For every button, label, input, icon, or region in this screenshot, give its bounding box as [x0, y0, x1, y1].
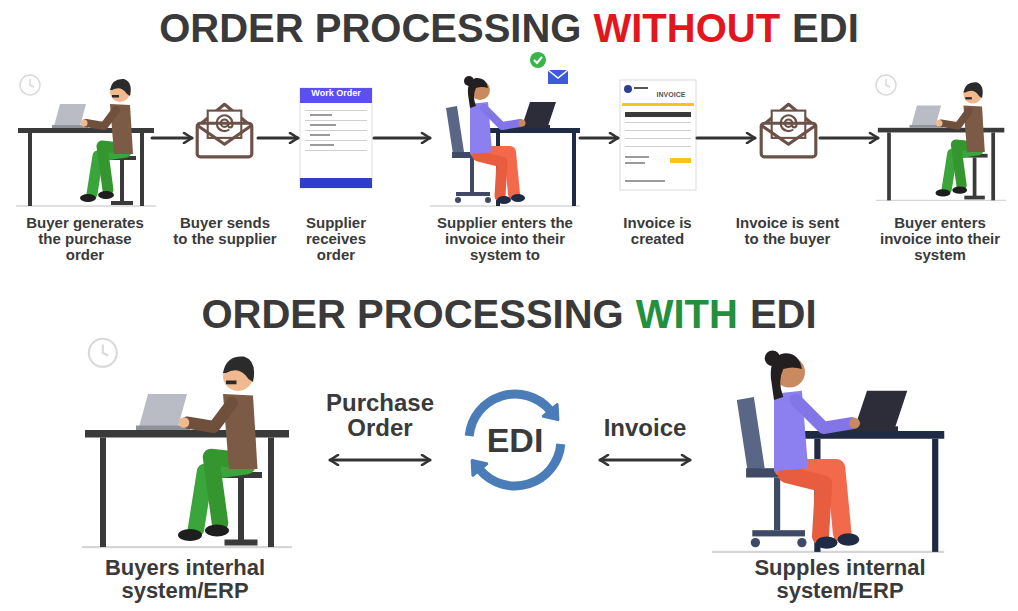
sheet	[620, 80, 696, 190]
table-rule	[305, 110, 367, 111]
process-step: Supples internal system/ERP	[690, 340, 990, 608]
step-label: Supples internal system/ERP	[709, 556, 971, 602]
buyer-figure	[876, 82, 1006, 200]
document-title: INVOICE	[646, 91, 696, 98]
table-rule	[625, 130, 691, 131]
heading-text: EDI	[750, 290, 817, 338]
clock-icon	[20, 75, 40, 95]
table-rule	[625, 122, 691, 123]
step-label: Invoice is sent to the buyer	[732, 215, 844, 247]
step-caption: Buyer sends to the supplier	[173, 215, 277, 247]
table-text-line	[310, 114, 332, 116]
buyer-figure	[82, 356, 292, 547]
mail-icon	[548, 70, 568, 84]
step-caption: Invoice is created	[612, 215, 704, 247]
clock-icon	[89, 339, 117, 367]
process-step: Invoice is sent to the buyer	[755, 70, 820, 280]
hub-label: EDI	[487, 421, 544, 460]
heading-text: ORDER PROCESSING	[201, 290, 623, 338]
note-line	[625, 162, 645, 164]
table-rule	[305, 150, 367, 151]
process-step: Invoice is created	[618, 70, 697, 280]
flow-label: Invoice	[595, 415, 695, 440]
process-step: Buyer sends to the supplier	[192, 70, 258, 280]
flow-label: Purchase Order	[318, 390, 442, 440]
work-order-sheet	[300, 88, 372, 188]
process-step: Buyer enters invoice into their system	[878, 70, 1002, 280]
flow-arrow	[697, 137, 755, 140]
flow-arrow	[258, 137, 298, 140]
flow-arrow	[330, 459, 430, 462]
check-mark	[534, 57, 542, 63]
table-text-line	[310, 134, 330, 136]
supplier-figure	[430, 76, 580, 206]
table-rule	[305, 130, 367, 131]
step-label: Buyer sends to the supplier	[173, 215, 277, 247]
step-label: Buyers interhal system/ERP	[60, 556, 310, 602]
process-step: Buyers interhal system/ERP	[40, 340, 330, 608]
document-title: Work Order	[300, 89, 372, 98]
process-step: Buyer generates the purchase order	[18, 70, 152, 280]
heading-text: EDI	[792, 4, 859, 52]
clock-icon	[876, 75, 896, 95]
step-caption: Supplier receives order	[290, 215, 382, 262]
note-line	[625, 156, 649, 158]
flow-arrow	[580, 137, 618, 140]
step-label: Buyer generates the purchase order	[24, 215, 146, 262]
step-label: Invoice is created	[612, 215, 704, 247]
heading-text: WITHOUT	[593, 4, 780, 52]
sheet-footer	[300, 178, 372, 188]
table-rule	[625, 146, 691, 147]
flow-arrow	[374, 137, 430, 140]
company-logo	[624, 85, 632, 93]
footer-line	[625, 180, 665, 182]
sheet	[300, 88, 372, 188]
company-line	[634, 87, 648, 89]
step-caption: Buyer generates the purchase order	[24, 215, 146, 262]
email-icon	[197, 104, 252, 157]
heading-text: WITH	[636, 290, 738, 338]
invoice-sheet	[620, 80, 696, 190]
invoice-band	[622, 103, 694, 106]
step-caption: Buyer enters invoice into their system	[880, 215, 1000, 262]
buyer-figure	[16, 79, 156, 206]
flow-arrow	[600, 459, 690, 462]
step-label: Buyer enters invoice into their system	[880, 215, 1000, 262]
step-label: Supplier enters the invoice into their s…	[424, 215, 586, 262]
table-rule	[305, 120, 367, 121]
step-label: Supplier receives order	[290, 215, 382, 262]
table-text-line	[310, 124, 336, 126]
step-caption: Invoice is sent to the buyer	[732, 215, 844, 247]
step-caption: Buyers interhal system/ERP	[60, 556, 310, 602]
supplier-figure	[712, 350, 945, 551]
heading-text: ORDER PROCESSING	[159, 4, 581, 52]
sync-arrowhead	[543, 405, 558, 420]
flow-arrow	[820, 137, 878, 140]
step-caption: Supples internal system/ERP	[709, 556, 971, 602]
mail-fold	[548, 70, 568, 78]
table-rule	[625, 138, 691, 139]
exchange-hub: EDI	[430, 380, 600, 500]
step-caption: Supplier enters the invoice into their s…	[424, 215, 586, 262]
total-box	[670, 158, 691, 163]
sync-arrows	[469, 394, 561, 486]
table-text-line	[310, 144, 334, 146]
heading-row: ORDER PROCESSINGWITHOUTEDI	[0, 4, 1018, 52]
sync-arrowhead	[472, 460, 487, 475]
flow-arrow	[152, 137, 192, 140]
process-step: Supplier receives order	[298, 70, 374, 280]
table-rule	[305, 140, 367, 141]
check-badge	[530, 52, 546, 68]
heading-row: ORDER PROCESSING WITHEDI	[0, 290, 1018, 338]
process-step: Supplier enters the invoice into their s…	[430, 70, 580, 280]
table-header	[625, 112, 691, 117]
email-icon	[761, 104, 816, 157]
sheet-header	[300, 88, 372, 103]
